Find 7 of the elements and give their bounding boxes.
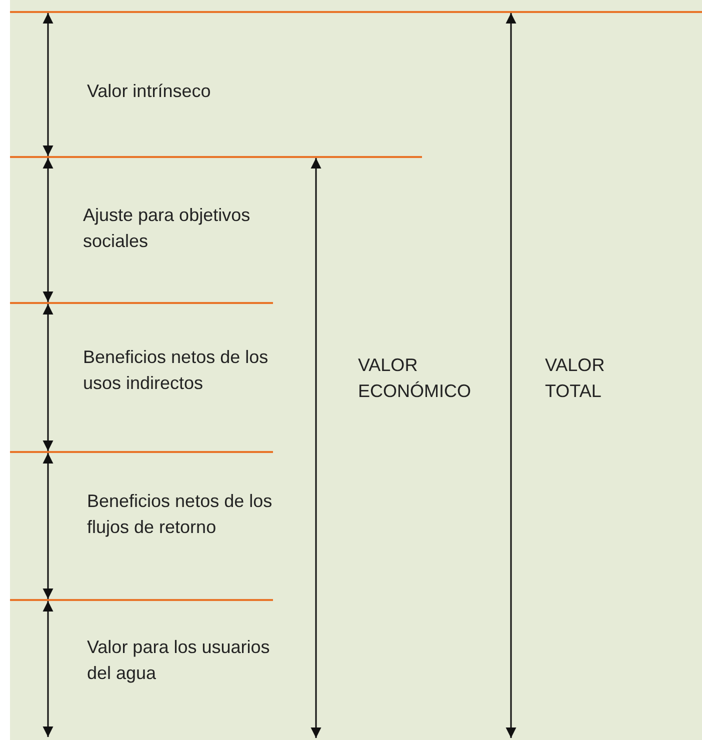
segment-label: Valor intrínseco <box>87 80 212 103</box>
segment-label: Valor para los usuarios del agua <box>87 636 271 685</box>
segment-label: VALOR ECONÓMICO <box>358 354 472 403</box>
segment-label: Beneficios netos de los flujos de retorno <box>87 490 274 539</box>
segment-label: Beneficios netos de los usos indirectos <box>83 346 270 395</box>
segment-label: Ajuste para objetivos sociales <box>83 204 252 253</box>
segment-label: VALOR TOTAL <box>545 354 606 403</box>
